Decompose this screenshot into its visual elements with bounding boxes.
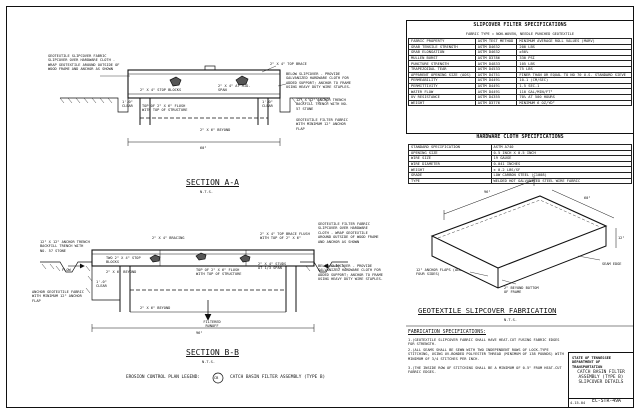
section-a-filter-fabric-label: GEOTEXTILE FILTER FABRIC WITH MINIMUM 12… — [296, 118, 348, 131]
fabrication-drawing — [430, 176, 617, 289]
section-a-beyond-label: 2" X 6" BEYOND — [200, 128, 231, 132]
section-a-stop-blocks-label: 2" X 4" STOP BLOCKS — [140, 88, 182, 92]
title-block-date: 4-15-04 — [570, 401, 586, 405]
section-b-filtered-runoff-label: FILTERED RUNOFF — [203, 320, 221, 329]
section-a-clear-right: 1'-0" CLEAR — [262, 100, 273, 109]
section-b-scale: N.T.S. — [202, 360, 215, 364]
filter-spec-title: SLIPCOVER FILTER SPECIFICATIONS — [473, 22, 567, 28]
section-b-anchor-flap-label: ANCHOR GEOTEXTILE FABRIC WITH MINIMUM 12… — [32, 290, 84, 303]
section-a-flush-label: TOP OF 2" X 6" FLUSH WITH TOP OF STRUCTU… — [142, 104, 188, 113]
section-b-below-slipcover-label: BELOW SLIPCOVER - PROVIDE GALVANIZED HAR… — [318, 264, 383, 282]
section-b-stop-blocks-label: TWO 2" X 4" STOP BLOCKS — [106, 256, 141, 265]
section-b-bracing-label: 2" X 4" BRACING — [152, 236, 185, 240]
fabrication-dim-top: 96" — [484, 190, 491, 194]
fabrication-beyond-bottom: 2" BEYOND BOTTOM OF FRAME — [504, 286, 539, 295]
table-cell: PERMEABILITY — [408, 77, 476, 84]
table-cell: FINER THAN OR EQUAL TO NO 70 U.S. STANDA… — [516, 71, 632, 79]
table-cell: MINIMUM 6 OZ/YD² — [516, 99, 632, 107]
section-a-anchor-trench-label: 12" X 12" ANCHOR TRENCH BACKFILL TRENCH … — [296, 98, 348, 111]
section-b-flush-label: TOP OF 2" X 6" FLUSH WITH TOP OF STRUCTU… — [196, 268, 242, 277]
section-a-clear-left: 1'-0" CLEAR — [122, 100, 133, 109]
legend-label: EROSION CONTROL PLAN LEGEND: — [126, 375, 201, 380]
table-cell: 70% AT 500 HOURS — [516, 93, 632, 101]
filter-spec-panel — [406, 20, 634, 134]
section-b-clear-label: 1'-0" CLEAR — [96, 280, 107, 289]
filter-spec-subtitle: FABRIC TYPE = NON-WOVEN, NEEDLE PUNCHED … — [465, 32, 575, 36]
section-b-dimension: 96" — [196, 331, 203, 335]
fabrication-dim-side: 60" — [584, 196, 591, 200]
drawing-sheet — [6, 6, 634, 408]
section-b-beyond-label: 2" X 6" BEYOND — [106, 270, 137, 274]
table-cell: 110 GAL/MIN/FT² — [516, 88, 632, 95]
section-b-beyond2-label: 2" X 6" BEYOND — [140, 306, 171, 310]
legend-symbol: CB — [214, 376, 219, 380]
section-a-below-slipcover-label: BELOW SLIPCOVER - PROVIDE GALVANIZED HAR… — [286, 72, 351, 90]
fabrication-specs-title: FABRICATION SPECIFICATIONS: — [408, 330, 486, 335]
section-a-scale: N.T.S. — [200, 190, 213, 194]
title-block-footer — [568, 398, 634, 408]
section-b-studs-label: 2" X 4" STUDS AT 1/3 SPAN — [258, 262, 287, 271]
fabrication-note-3: 3.)THE INSIDE ROW OF STITCHING SHALL BE … — [408, 366, 562, 375]
table-cell: WATER FLOW — [408, 88, 476, 95]
table-cell: APPARENT OPENING SIZE (AOS) — [408, 71, 476, 79]
table-cell: TRAPEZOIDAL TEAR — [408, 66, 476, 73]
section-b-flow-label: FLOW — [62, 268, 71, 272]
table-cell: 75 LBS — [516, 66, 632, 73]
fabrication-note-1: 1.)GEOTEXTILE SLIPCOVER FABRIC SHALL HAV… — [408, 338, 560, 347]
section-a-dimension: 60" — [200, 146, 207, 150]
section-b-drawing — [40, 249, 348, 332]
table-cell: WELDED HOT GALVANIZED STEEL WIRE FABRIC — [490, 177, 633, 185]
fabrication-dim-depth: 12" — [618, 236, 625, 240]
table-cell: UV RESISTANCE — [408, 93, 476, 101]
table-cell: TYPE — [408, 177, 492, 185]
table-cell: 1.5 SEC-1 — [516, 82, 632, 90]
title-block-drawing-title: CATCH BASIN FILTER ASSEMBLY (TYPE B) SLI… — [577, 370, 625, 385]
table-cell: WEIGHT — [408, 99, 476, 107]
section-a-drawing — [59, 65, 330, 146]
filter-spec-table: FABRIC PROPERTY ASTM TEST METHOD MINIMUM… — [408, 38, 632, 107]
table-cell: PERMITTIVITY — [408, 82, 476, 90]
fabrication-note-2: 2.)ALL SEAMS SHALL BE SEWN WITH TWO INDE… — [408, 348, 564, 361]
section-b-top-brace-label: 2" X 4" TOP BRACE FLUSH WITH TOP OF 2" X… — [260, 232, 310, 241]
section-a-midspan-label: 2" X 4" AT MID-SPAN — [218, 84, 251, 93]
section-a-title: SECTION A-A — [186, 178, 239, 187]
table-cell: 105 LBS — [516, 60, 632, 67]
table-cell: ASTM D3776 — [474, 99, 518, 107]
fabrication-title: GEOTEXTILE SLIPCOVER FABRICATION — [418, 306, 557, 315]
fabrication-anchor-flaps: 12" ANCHOR FLAPS (ALL FOUR SIDES) — [416, 268, 462, 277]
fabrication-scale: N.T.S. — [504, 318, 517, 322]
section-b-title: SECTION B-B — [186, 348, 239, 357]
hardware-spec-title: HARDWARE CLOTH SPECIFICATIONS — [476, 134, 564, 140]
title-block-state: STATE OF TENNESSEE DEPARTMENT OF TRANSPO… — [572, 356, 611, 369]
section-a-top-brace-label: 2" X 4" TOP BRACE — [270, 62, 307, 66]
section-a-geotextile-label: GEOTEXTILE SLIPCOVER FABRIC SLIPCOVER OV… — [48, 54, 120, 72]
table-cell: 10-1 (CM/SEC) — [516, 77, 632, 84]
legend-description: CATCH BASIN FILTER ASSEMBLY (TYPE B) — [230, 375, 326, 380]
section-b-geotextile-label: GEOTEXTILE FILTER FABRIC SLIPCOVER OVER … — [318, 222, 379, 244]
table-cell: PUNCTURE STRENGTH — [408, 60, 476, 67]
section-b-anchor-trench-label: 12" X 12" ANCHOR TRENCH BACKFILL TRENCH … — [40, 240, 90, 253]
column-header: ASTM TEST METHOD — [474, 38, 518, 45]
fabrication-seam-edge: SEAM EDGE — [602, 262, 622, 266]
title-block-sheet: EC-STR-49A — [592, 399, 621, 404]
